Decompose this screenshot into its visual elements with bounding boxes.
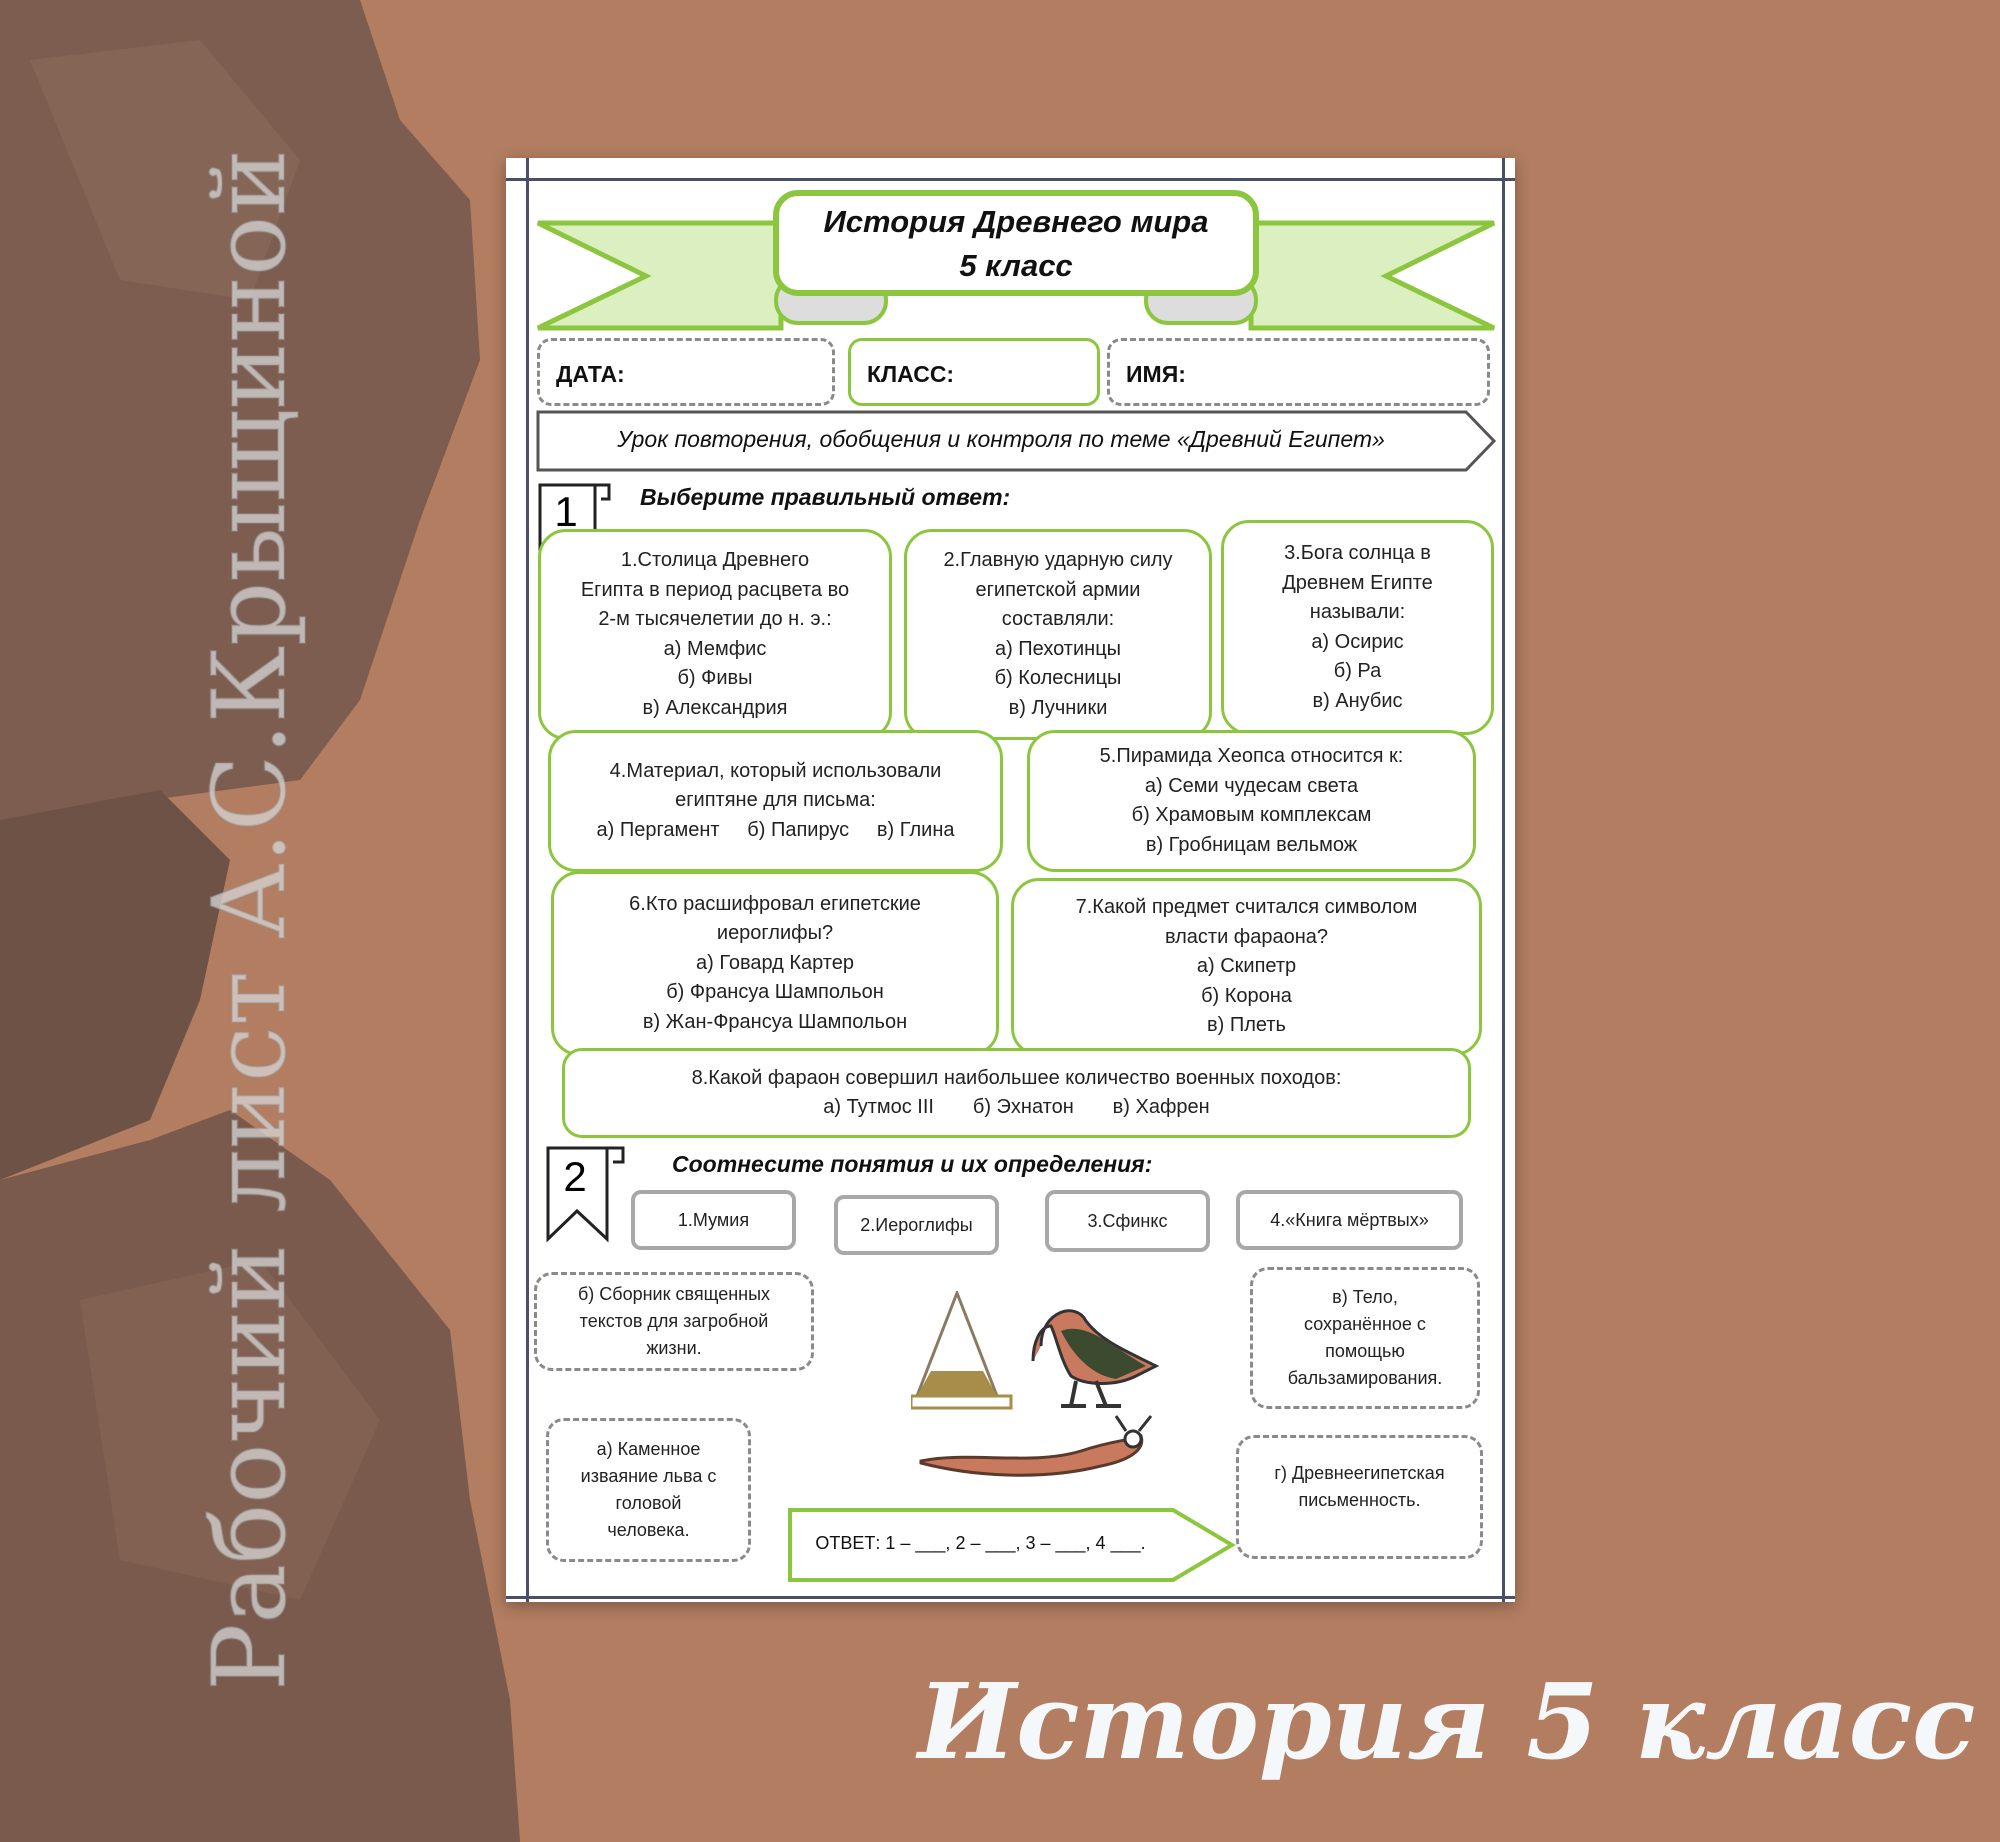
question-text: 8.Какой фараон совершил наибольшее колич… (691, 1066, 1342, 1089)
class-label: КЛАСС: (867, 361, 955, 387)
border-line (506, 178, 1515, 181)
definition-card: в) Тело, сохранённое с помощью бальзамирова… (1250, 1267, 1480, 1409)
question-text: б) Сборник священных (577, 1284, 771, 1304)
answer-option: изваяние льва с (580, 1466, 717, 1486)
subtitle-line: 5 класс (959, 248, 1073, 283)
answer-option: б) Храмовым комплексам (1131, 804, 1372, 826)
task-heading: Соотнесите понятия и их определения: (672, 1151, 1153, 1177)
bookmark-icon (546, 1146, 625, 1243)
answer-option: бальзамирования. (1287, 1368, 1443, 1388)
term-card: 3.Сфинкс (1045, 1190, 1210, 1252)
question-text: 4.Материал, который использовали (609, 759, 942, 782)
answer-option: а) Пехотинцы (994, 637, 1122, 660)
question-text: в) Тело, (1332, 1287, 1398, 1307)
name-label: ИМЯ: (1126, 361, 1186, 387)
answer-option: 2-м тысячелетии до н. э.: (598, 608, 832, 630)
answer-option: а) Осирис (1311, 630, 1404, 653)
worksheet: История Древнего мира 5 класс ДАТА: КЛАС… (506, 158, 1515, 1602)
answer-option: текстов для загробной (579, 1311, 769, 1331)
answer-option: иероглифы? (716, 922, 834, 945)
answer-option: в) Плеть (1207, 1014, 1286, 1037)
border-line (526, 158, 529, 1602)
answer-option: Древнем Египте (1282, 571, 1433, 594)
question-card: 7.Какой предмет считался символом власти … (1011, 878, 1482, 1056)
answer-option: в) Александрия (642, 696, 788, 719)
answer-option: называли: (1309, 601, 1406, 623)
term-card: 2.Иероглифы (834, 1195, 999, 1255)
question-card: 6.Кто расшифровал египетские иероглифы? а)… (551, 871, 999, 1056)
answer-option: а) Говард Картер (695, 951, 854, 974)
answer-option: составляли: (1001, 608, 1115, 630)
question-card: 8.Какой фараон совершил наибольшее колич… (562, 1048, 1471, 1138)
term-card: 1.Мумия (631, 1190, 796, 1250)
answer-option: а) Семи чудесам света (1144, 774, 1359, 797)
answer-option: в) Гробницам вельмож (1145, 833, 1358, 856)
question-card: 2.Главную ударную силу египетской армии со… (904, 529, 1212, 740)
question-text: 5.Пирамида Хеопса относится к: (1099, 745, 1404, 767)
question-text: 2.Главную ударную силу (943, 549, 1173, 571)
answer-option: а) Мемфис (663, 637, 767, 660)
answer-option: головой (615, 1493, 682, 1513)
answer-option: жизни. (646, 1338, 702, 1358)
answer-option: а) Пергамент б) Папирус в) Глина (596, 818, 955, 841)
answer-option: б) Франсуа Шампольон (666, 981, 884, 1004)
class-field[interactable]: КЛАСС: (848, 338, 1100, 406)
answer-option: египтяне для письма: (675, 789, 876, 812)
answer-option: б) Колесницы (994, 667, 1122, 689)
answer-option: письменность. (1298, 1490, 1421, 1510)
task-number: 2 (563, 1153, 587, 1200)
question-text: 1.Столица Древнего (620, 549, 810, 571)
name-field[interactable]: ИМЯ: (1107, 338, 1490, 406)
question-text: 7.Какой предмет считался символом (1075, 896, 1418, 919)
term-card: 4.«Книга мёртвых» (1236, 1190, 1463, 1250)
answer-option: помощью (1325, 1341, 1405, 1361)
definition-card: а) Каменное изваяние льва с головой человек… (546, 1418, 751, 1562)
task-number: 1 (554, 488, 578, 535)
answer-option: а) Скипетр (1196, 955, 1297, 978)
date-field[interactable]: ДАТА: (537, 338, 835, 406)
question-text: 3.Бога солнца в (1284, 542, 1431, 564)
question-text: а) Каменное (596, 1439, 701, 1459)
answer-option: б) Фивы (677, 667, 753, 689)
answer-field[interactable]: ОТВЕТ: 1 – ___, 2 – ___, 3 – ___, 4 ___. (815, 1533, 1146, 1553)
answer-arrow (788, 1508, 1236, 1582)
question-card: 4.Материал, который использовали египтяне… (548, 730, 1003, 872)
question-text: г) Древнеегипетская (1274, 1463, 1445, 1483)
question-card: 5.Пирамида Хеопса относится к: а) Семи чу… (1027, 730, 1476, 872)
lesson-topic: Урок повторения, обобщения и контроля по… (617, 426, 1385, 452)
answer-option: сохранённое с (1304, 1314, 1426, 1334)
task-heading: Выберите правильный ответ: (640, 484, 1011, 510)
answer-option: в) Лучники (1008, 696, 1108, 719)
answer-option: в) Жан-Франсуа Шампольон (642, 1010, 908, 1033)
lesson-arrow (536, 410, 1497, 472)
date-label: ДАТА: (556, 361, 625, 387)
title-ribbon (536, 190, 1496, 331)
question-text: 6.Кто расшифровал египетские (629, 892, 921, 915)
title-line: История Древнего мира (823, 204, 1209, 239)
definition-card: г) Древнеегипетская письменность. (1236, 1435, 1483, 1559)
border-line (506, 1596, 1515, 1599)
answer-option: б) Корона (1201, 984, 1292, 1007)
answer-option: в) Анубис (1312, 689, 1403, 712)
page-title: История Древнего мира 5 класс (776, 200, 1256, 288)
answer-option: власти фараона? (1164, 925, 1329, 948)
border-line (1502, 158, 1505, 1602)
answer-option: человека. (607, 1520, 690, 1540)
rock-decoration (0, 0, 520, 1842)
answer-option: египетской армии (975, 578, 1141, 601)
hieroglyphs-image (911, 1291, 1160, 1477)
answer-option: а) Тутмос III б) Эхнатон в) Хафрен (823, 1096, 1210, 1118)
footer-caption: История 5 класс (918, 1660, 1976, 1783)
answer-option: б) Ра (1333, 660, 1382, 682)
definition-card: б) Сборник священных текстов для загробно… (534, 1272, 814, 1371)
question-card: 3.Бога солнца в Древнем Египте называли: а)… (1221, 520, 1494, 735)
answer-option: Египта в период расцвета во (580, 578, 850, 601)
